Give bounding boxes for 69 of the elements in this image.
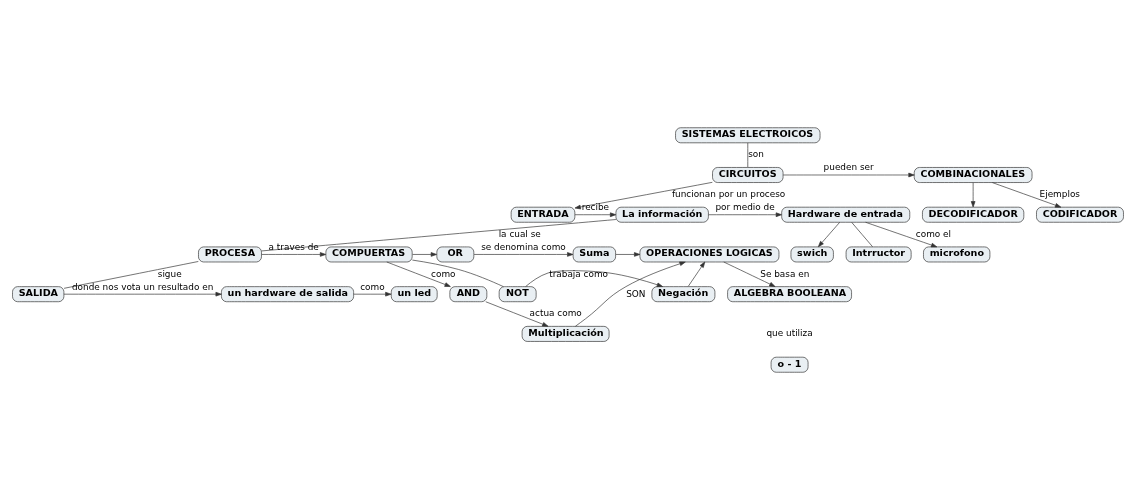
node-box: SISTEMAS ELECTROICOS [675,126,821,143]
edge-label: son [748,148,764,159]
edge-label: a traves de [268,241,319,252]
connector [261,218,617,251]
arrow [261,251,327,257]
node-box: AND [449,285,488,302]
arrow [865,221,938,247]
edge-label: pueden ser [823,161,874,172]
arrow [574,211,617,217]
node-box: Hardware de entrada [781,206,911,223]
node-box: DECODIFICADOR [922,206,1025,223]
node-box: swich [790,246,834,262]
node-box: COMBINACIONALES [913,166,1033,183]
edge-label: como [431,268,456,279]
node-box: o - 1 [770,356,809,373]
node-box: OPERACIONES LOGICAS [639,246,780,262]
edge-label: trabaja como [549,268,609,279]
edge-label: por medio de [715,201,775,212]
connector [747,142,749,168]
arrow [818,221,841,247]
node-box: ENTRADA [510,206,576,223]
node-box: Multiplicación [521,325,610,342]
arrow [473,251,574,257]
arrow [991,181,1062,207]
edge-label: la cual se [498,228,541,239]
arrow [615,251,641,257]
arrow [970,181,976,207]
node-box: SALIDA [12,285,65,302]
node-box: OR [436,246,475,262]
arrow [412,251,437,257]
arrow [485,300,549,327]
arrow [575,261,686,327]
node-box: NOT [498,285,537,302]
edge-label: sigue [157,268,182,279]
node-box: Intrructor [845,246,912,262]
edge-label: actua como [529,307,582,318]
node-box: COMPUERTAS [325,246,413,262]
arrow [708,211,782,217]
node-box: ALGEBRA BOOLEANA [727,285,852,302]
node-box: CIRCUITOS [712,166,784,183]
node-box: un led [390,285,438,302]
edge-label: Ejemplos [1039,188,1080,199]
edge-label: como [360,281,385,292]
node-box: CODIFICADOR [1036,206,1124,223]
label: que utiliza [766,327,813,338]
edge-label: funcionan por un proceso [671,188,786,199]
node-box: un hardware de salida [221,285,354,302]
node-box: PROCESA [198,246,262,262]
node-box: microfono [923,246,991,262]
edge-label: Se basa en [760,268,810,279]
node-box: La información [615,206,709,223]
connector [63,260,199,289]
arrow [782,172,915,177]
arrow [63,291,222,296]
arrow [687,261,706,287]
arrow [386,261,451,287]
node-box: Negación [651,285,716,302]
connector [412,259,504,287]
arrow [723,261,776,287]
arrow [525,269,663,287]
edge-label: SON [626,288,646,299]
edge-label: recibe [581,201,610,212]
edge-label: como el [915,228,952,239]
edge-label: se denomina como [481,241,566,252]
arrow [574,181,713,209]
arrow [353,291,392,296]
edge-label: donde nos vota un resultado en [71,281,214,292]
node-box: Suma [572,246,616,262]
connector [851,221,873,247]
